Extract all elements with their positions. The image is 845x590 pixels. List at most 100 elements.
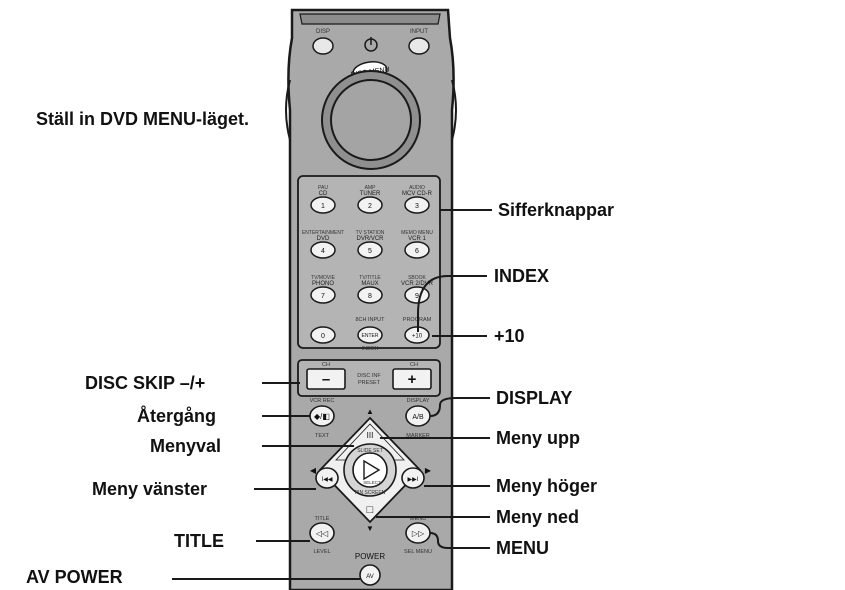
- key-source-label: VCR 2/DVR: [401, 281, 434, 287]
- key-source-label: MCV CD-R: [402, 191, 433, 197]
- return-icon: ◆/◧: [314, 412, 330, 421]
- input-button: [408, 37, 430, 55]
- dpad-bottom-text: PIN SCREEN: [355, 490, 386, 496]
- key-number: 7: [321, 293, 325, 300]
- menu-bottom-label: SEL MENU: [404, 549, 432, 555]
- label-sifferknappar: Sifferknappar: [498, 200, 615, 220]
- arrow-right-icon: ▶: [425, 466, 432, 475]
- key-number: 4: [321, 248, 325, 255]
- number-key-8[interactable]: [357, 286, 383, 304]
- label-plus10: +10: [494, 326, 525, 346]
- key-number: 6: [415, 248, 419, 255]
- left-side-wheel: [285, 79, 291, 141]
- number-key-7[interactable]: [310, 286, 336, 304]
- remote-top-ridge: [299, 13, 441, 25]
- key-top-label: PAU: [318, 185, 328, 191]
- number-key-2[interactable]: [357, 196, 383, 214]
- key-number: 9: [415, 293, 419, 300]
- title-bottom-label: LEVEL: [313, 549, 330, 555]
- line-index: [417, 275, 487, 332]
- key-number: 5: [368, 248, 372, 255]
- right-side-wheel: [451, 79, 457, 141]
- input-label: INPUT: [410, 29, 428, 35]
- arrow-left-icon: ◀: [310, 466, 317, 475]
- key-top-label: SBOOK: [408, 275, 426, 281]
- number-key-5[interactable]: [357, 241, 383, 259]
- line-menu: [429, 532, 490, 549]
- prev-label: I◀◀: [322, 477, 333, 483]
- ab-label: A/B: [412, 414, 424, 421]
- arrow-up-icon: ▲: [366, 407, 374, 416]
- key-top-label: TV STATION: [356, 230, 385, 236]
- intro-text: Ställ in DVD MENU-läget.: [36, 109, 250, 129]
- enter-label: ENTER: [362, 333, 379, 339]
- display-bottom-label: MARKER: [406, 433, 430, 439]
- label-title: TITLE: [174, 531, 224, 551]
- key-top-label: ENTERTAINMENT: [302, 230, 344, 236]
- av-power-button: [359, 564, 381, 586]
- key-number: 8: [368, 293, 372, 300]
- label-display: DISPLAY: [496, 388, 573, 408]
- power-label: POWER: [355, 552, 385, 561]
- key-number: 2: [368, 203, 372, 210]
- key-top-label: AMP: [365, 185, 377, 191]
- title-icon: ◁◁: [316, 529, 329, 538]
- select-label: SELECT: [363, 480, 381, 485]
- key-source-label: DVD: [317, 236, 330, 242]
- return-top-label: VCR REC: [310, 398, 335, 404]
- skip-right-top: CH: [410, 362, 418, 368]
- label-index: INDEX: [494, 266, 550, 286]
- key-source-label: PHONO: [312, 281, 334, 287]
- select-play-button: [352, 452, 388, 488]
- key-source-label: CD: [319, 191, 328, 197]
- enter-bottom-label: INDEX: [362, 346, 379, 352]
- key-source-label: VCR 1: [408, 236, 426, 242]
- skip-minus-symbol: –: [322, 371, 330, 388]
- arrow-down-icon: ▼: [366, 524, 374, 533]
- key-source-label: MAUX: [361, 281, 378, 287]
- return-bottom-label: TEXT: [315, 433, 330, 439]
- label-menyval: Menyval: [150, 436, 222, 456]
- number-key-3[interactable]: [404, 196, 430, 214]
- label-atergang: Återgång: [137, 406, 217, 426]
- plus10-label: +10: [412, 334, 423, 340]
- title-button: [309, 522, 335, 544]
- number-key-0[interactable]: [310, 326, 336, 344]
- number-pad-panel: [297, 175, 441, 349]
- line-display: [429, 397, 490, 417]
- enter-button[interactable]: [357, 326, 383, 344]
- play-icon: [363, 459, 381, 481]
- next-label: ▶▶I: [408, 477, 419, 483]
- number-key-6[interactable]: [404, 241, 430, 259]
- skip-left-top: CH: [322, 362, 330, 368]
- key-source-label: TUNER: [360, 191, 381, 197]
- key-source-label: DVR/VCR: [356, 236, 384, 242]
- label-meny-vanster: Meny vänster: [92, 479, 208, 499]
- title-top-label: TITLE: [315, 516, 330, 522]
- dpad-top-text: SLIDE SET: [357, 448, 383, 454]
- label-meny-upp: Meny upp: [496, 428, 580, 448]
- down-symbol: □: [367, 504, 374, 516]
- label-av-power: AV POWER: [26, 567, 123, 587]
- key-top-label: AUDIO: [409, 185, 425, 191]
- key-number: 0: [321, 333, 325, 340]
- label-meny-ned: Meny ned: [496, 507, 580, 527]
- key-number: 1: [321, 203, 325, 210]
- label-menu: MENU: [496, 538, 549, 558]
- av-label: AV: [366, 574, 374, 580]
- skip-middle-2: PRESET: [358, 380, 381, 386]
- enter-top-label: 8CH INPUT: [355, 317, 385, 323]
- key-number: 3: [415, 203, 419, 210]
- number-key-4[interactable]: [310, 241, 336, 259]
- callout-lines: [172, 209, 492, 580]
- skip-middle-1: DISC INF: [357, 373, 381, 379]
- next-button: [401, 467, 425, 489]
- label-disc-skip: DISC SKIP –/+: [85, 373, 206, 393]
- display-top-label: DISPLAY: [407, 398, 430, 404]
- number-key-1[interactable]: [310, 196, 336, 214]
- menu-icon: ▷▷: [412, 529, 425, 538]
- key-top-label: MEMO MENU: [401, 230, 433, 236]
- disp-button: [312, 37, 334, 55]
